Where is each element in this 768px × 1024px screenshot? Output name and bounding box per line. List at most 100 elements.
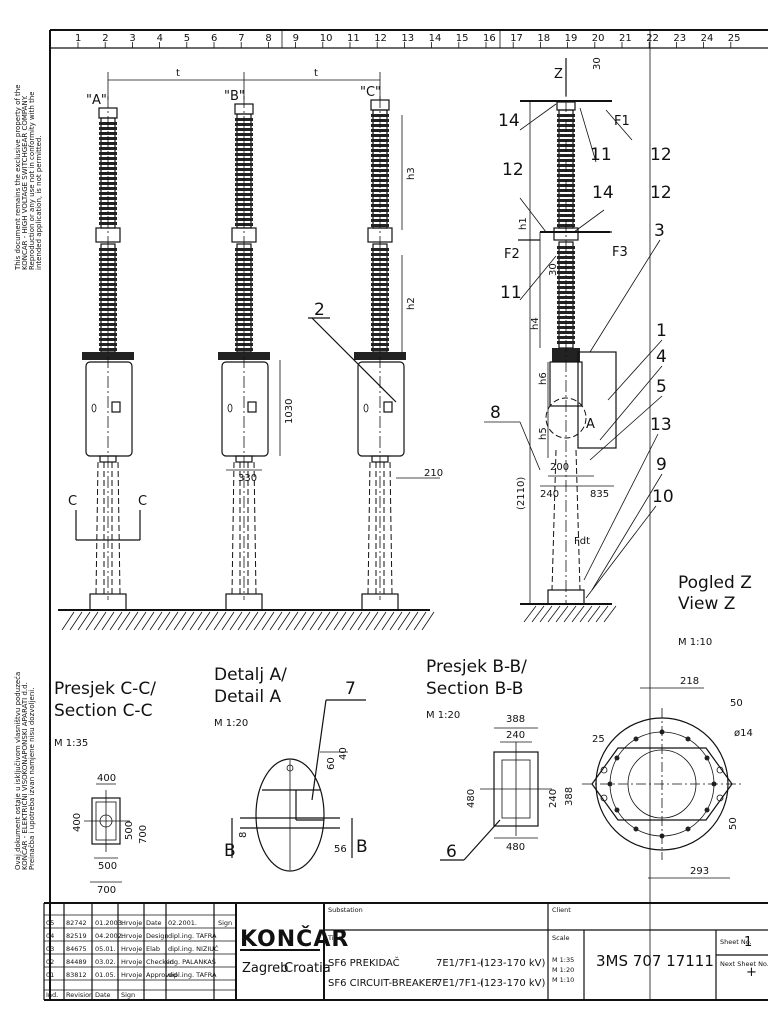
callout-2: 2 bbox=[314, 300, 325, 320]
ruler-label: 2 bbox=[102, 33, 108, 44]
ground-hatch bbox=[101, 611, 115, 631]
callout-7: 7 bbox=[345, 679, 356, 699]
bb-dim-388-right: 388 bbox=[564, 787, 575, 806]
dim-835: 835 bbox=[590, 489, 609, 500]
approval-role: Date bbox=[146, 919, 162, 927]
insulator-shed bbox=[99, 248, 117, 251]
cc-dim-400-left: 400 bbox=[72, 813, 83, 832]
ground-hatch bbox=[333, 611, 347, 631]
ground-hatch bbox=[421, 611, 435, 631]
mounting-hole bbox=[600, 794, 608, 802]
ground-hatch bbox=[77, 611, 91, 631]
ground-hatch bbox=[93, 611, 107, 631]
ruler-label: 11 bbox=[347, 33, 360, 44]
callout-11-top: 11 bbox=[590, 145, 612, 165]
section-cc-drawing: 400 400 500 700 500 700 bbox=[72, 773, 149, 896]
ground-hatch bbox=[69, 611, 83, 631]
ruler-label: 3 bbox=[129, 33, 135, 44]
dim-h4: h4 bbox=[530, 317, 541, 330]
callout-leader bbox=[519, 255, 557, 301]
insulator-shed bbox=[235, 248, 253, 251]
mounting-hole bbox=[716, 794, 724, 802]
flange-bolt-hole bbox=[685, 736, 691, 742]
ground-hatch bbox=[357, 611, 371, 631]
section-bb-title-en: Section B-B bbox=[426, 679, 523, 699]
revision-no: 05 bbox=[46, 919, 54, 927]
side-note-lower: Ovaj dokument ostaje u isključivom vlasn… bbox=[14, 672, 36, 870]
revision-date: 01.2003. bbox=[95, 919, 124, 927]
insulator-shed bbox=[99, 127, 117, 130]
ground-hatch bbox=[61, 611, 75, 631]
force-f2: F2 bbox=[504, 247, 520, 262]
insulator-shed bbox=[557, 276, 575, 279]
insulator-shed bbox=[557, 271, 575, 274]
ground-hatch bbox=[117, 611, 131, 631]
ground-line bbox=[58, 603, 617, 631]
mounting-hole bbox=[600, 766, 608, 774]
detail-a-drawing: 7 60 40 8 56 B B bbox=[224, 679, 368, 872]
cc-dim-500-bottom: 500 bbox=[98, 861, 117, 872]
dim-h5: h5 bbox=[538, 427, 549, 440]
front-elevation bbox=[82, 96, 406, 611]
revision-sign: Hrvoje bbox=[121, 932, 142, 940]
insulator-shed bbox=[235, 288, 253, 291]
insulator-shed bbox=[371, 248, 389, 251]
insulator-shed bbox=[99, 212, 117, 215]
phase-a-label: "A" bbox=[86, 93, 107, 108]
ground-hatch bbox=[341, 611, 355, 631]
insulator-shed bbox=[235, 348, 253, 351]
section-cc-title: Presjek C-C/ Section C-C M 1:35 bbox=[54, 679, 156, 749]
callout-leader bbox=[519, 421, 541, 471]
ground-hatch bbox=[523, 605, 537, 623]
company-logo: KONČAR bbox=[240, 926, 349, 952]
ground-hatch bbox=[563, 605, 577, 623]
ground-hatch bbox=[213, 611, 227, 631]
ruler-label: 10 bbox=[320, 33, 333, 44]
callout-leader bbox=[589, 395, 663, 461]
insulator-shed bbox=[371, 194, 389, 197]
section-mark-c-left: C bbox=[68, 494, 77, 509]
insulator-shed bbox=[371, 154, 389, 157]
insulator-shed bbox=[557, 256, 575, 259]
insulator-shed bbox=[235, 333, 253, 336]
ruler-label: 13 bbox=[401, 33, 414, 44]
revision-num: 82742 bbox=[66, 919, 87, 927]
scale-value: M 1:20 bbox=[552, 966, 574, 974]
insulator-shed bbox=[235, 308, 253, 311]
insulator-shed bbox=[371, 169, 389, 172]
insulator-shed bbox=[235, 208, 253, 211]
vz-dim-293: 293 bbox=[690, 866, 709, 877]
ground-hatch bbox=[149, 611, 163, 631]
ruler-label: 20 bbox=[592, 33, 605, 44]
force-fdt: Fdt bbox=[574, 536, 590, 547]
dim-h2: h2 bbox=[406, 297, 417, 310]
detail-dim-40: 40 bbox=[338, 747, 349, 760]
revision-num: 83812 bbox=[66, 971, 87, 979]
ground-hatch bbox=[189, 611, 203, 631]
section-cc-title-hr: Presjek C-C/ bbox=[54, 679, 156, 699]
phase-b-label: "B" bbox=[224, 89, 245, 104]
callout-leader bbox=[599, 365, 663, 441]
ground-hatch bbox=[269, 611, 283, 631]
housing-latch bbox=[363, 403, 369, 413]
side-elevation bbox=[484, 58, 663, 605]
ground-hatch bbox=[181, 611, 195, 631]
sheet-label: Sheet No. bbox=[720, 938, 752, 946]
approval-role: Checked bbox=[146, 958, 174, 966]
insulator-shed bbox=[371, 149, 389, 152]
ruler-label: 7 bbox=[238, 33, 244, 44]
rev-header-date: Date bbox=[95, 991, 111, 999]
ground-hatch bbox=[413, 611, 427, 631]
cc-dim-400-top: 400 bbox=[97, 773, 116, 784]
revision-num: 82519 bbox=[66, 932, 87, 940]
side-note-line: KONCAR - HIGH VOLTAGE SWITCHGEAR COMPANY… bbox=[21, 95, 29, 270]
detail-a-title-hr: Detalj A/ bbox=[214, 665, 287, 685]
flange-bolt-hole bbox=[704, 755, 710, 761]
pole bbox=[218, 96, 270, 611]
insulator-shed bbox=[99, 253, 117, 256]
callout-leader bbox=[573, 209, 605, 233]
approval-name: 02.2001. bbox=[168, 919, 197, 927]
revision-sign: Hrvoje bbox=[121, 945, 142, 953]
callout-12-right: 12 bbox=[650, 183, 672, 203]
cc-dim-700-right: 700 bbox=[138, 825, 149, 844]
